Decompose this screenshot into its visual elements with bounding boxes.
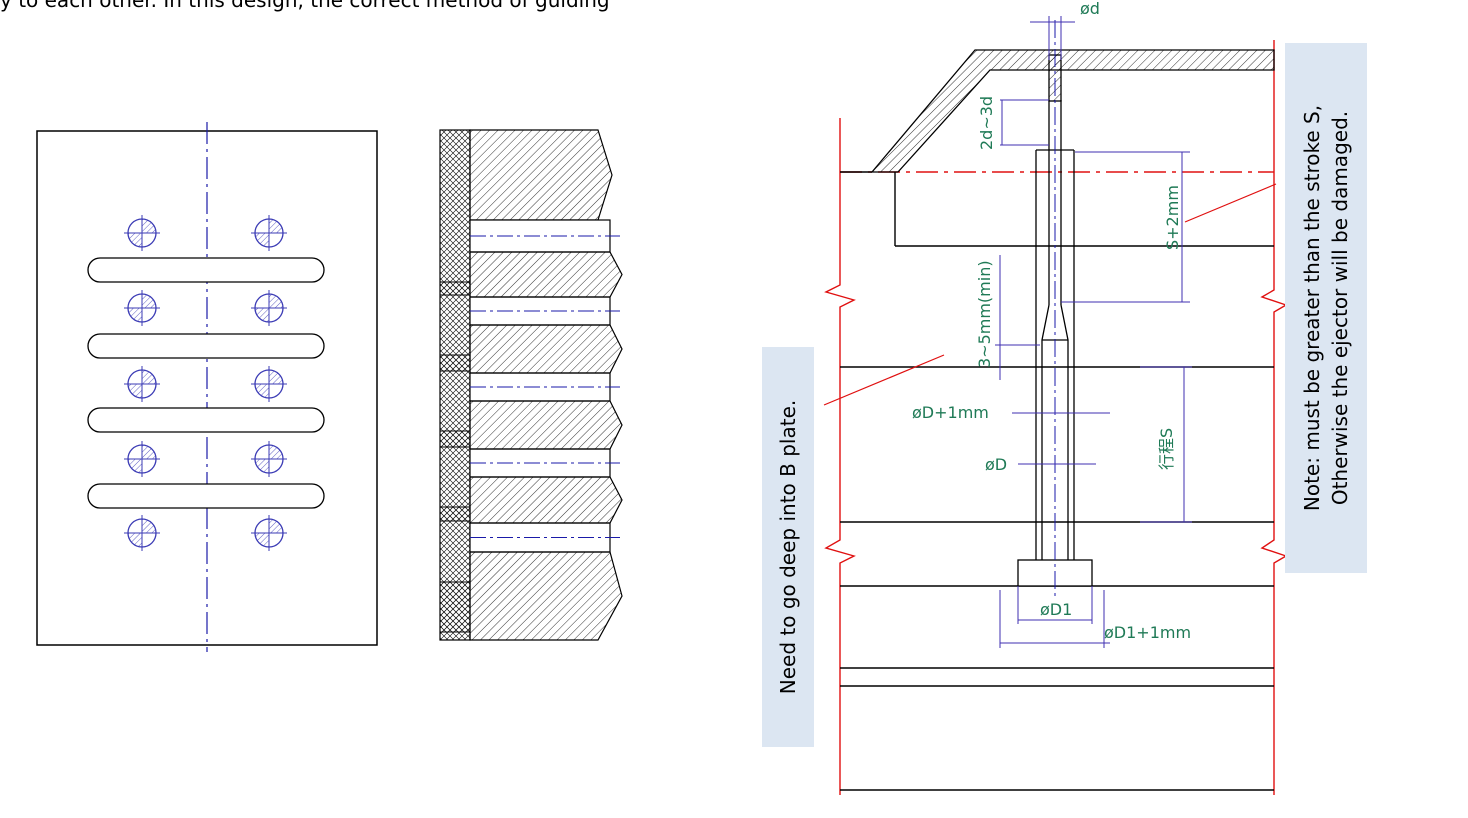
- dim-stroke-s: 行程S: [1157, 428, 1176, 470]
- plate-plan-view: [36, 122, 378, 652]
- leader-left: [823, 354, 945, 406]
- cooling-slot: [87, 407, 325, 433]
- ejector-hole: [124, 290, 160, 326]
- ejector-hole: [124, 515, 160, 551]
- dim-3-5mm: 3~5mm(min): [975, 260, 994, 368]
- dim-2d-3d: 2d~3d: [977, 96, 996, 150]
- section-insert-strip: [439, 129, 471, 641]
- section-block: [469, 476, 623, 524]
- dim-phi-D-plus: øD+1mm: [912, 403, 989, 422]
- ejector-hole: [124, 441, 160, 477]
- note-right-line2: Otherwise the ejector will be damaged.: [1328, 110, 1352, 506]
- cooling-slot: [87, 483, 325, 509]
- ejector-holes: [124, 215, 287, 551]
- frame-red-lines: [824, 40, 1288, 795]
- section-block: [469, 551, 623, 641]
- ejector-hole: [251, 215, 287, 251]
- dim-phi-d: ød: [1080, 0, 1100, 18]
- note-right: Note: must be greater than the stroke S,…: [1285, 43, 1367, 573]
- section-insert-pad: [439, 581, 471, 633]
- section-insert-pad: [439, 281, 471, 296]
- section-insert-pad: [439, 354, 471, 372]
- part-cross-section: [870, 49, 1275, 173]
- note-right-text: Note: must be greater than the stroke S,…: [1298, 105, 1354, 511]
- ejector-hole: [124, 366, 160, 402]
- plate-lines: [840, 171, 1274, 791]
- cooling-slots: [87, 257, 325, 509]
- ejector-detail: ød 2d~3d S+2mm 3~5mm(min) øD+1mm øD 行程S …: [823, 0, 1288, 795]
- cooling-slot: [87, 257, 325, 283]
- ejector-hole: [251, 366, 287, 402]
- section-block: [469, 324, 623, 374]
- section-block: [469, 251, 623, 298]
- ejector-hole: [124, 215, 160, 251]
- section-insert-pad: [439, 430, 471, 448]
- note-right-line1: Note: must be greater than the stroke S,: [1300, 104, 1324, 512]
- leader-right: [1184, 183, 1277, 223]
- dimension-lines: [995, 16, 1192, 648]
- dim-phi-D1: øD1: [1040, 600, 1072, 619]
- ejector-hole: [251, 515, 287, 551]
- section-block: [469, 129, 613, 221]
- top-caption: y to each other. In this design, the cor…: [0, 0, 610, 12]
- ejector-hole: [251, 290, 287, 326]
- ejector-hole: [251, 441, 287, 477]
- section-body: [439, 129, 623, 641]
- section-block: [469, 400, 623, 450]
- note-left: Need to go deep into B plate.: [762, 347, 814, 747]
- plate-section-view: [439, 129, 623, 641]
- dim-phi-D: øD: [985, 455, 1007, 474]
- section-insert-pad: [439, 506, 471, 522]
- dim-s-plus-2: S+2mm: [1163, 185, 1182, 250]
- cooling-slot: [87, 333, 325, 359]
- note-left-text: Need to go deep into B plate.: [776, 399, 800, 695]
- dim-phi-D1-plus: øD1+1mm: [1104, 623, 1191, 642]
